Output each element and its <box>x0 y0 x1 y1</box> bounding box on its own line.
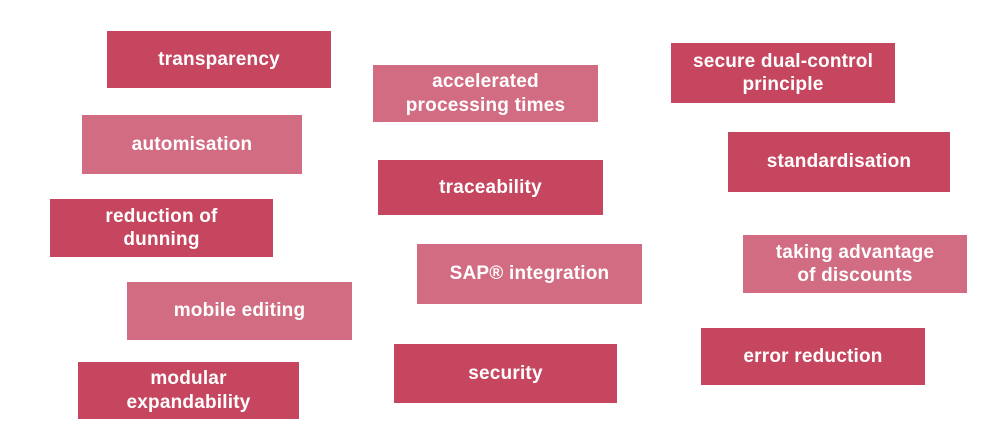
benefit-box-secure-dual-control-principle: secure dual-control principle <box>671 43 895 103</box>
benefit-box-modular-expandability: modular expandability <box>78 362 299 419</box>
benefit-box-accelerated-processing-times: accelerated processing times <box>373 65 598 122</box>
benefit-box-error-reduction: error reduction <box>701 328 925 385</box>
benefit-box-mobile-editing: mobile editing <box>127 282 352 340</box>
benefit-box-security: security <box>394 344 617 403</box>
benefit-box-standardisation: standardisation <box>728 132 950 192</box>
benefit-box-automisation: automisation <box>82 115 302 174</box>
benefit-box-reduction-of-dunning: reduction of dunning <box>50 199 273 257</box>
benefit-box-sap-integration: SAP® integration <box>417 244 642 304</box>
benefit-box-taking-advantage-of-discounts: taking advantage of discounts <box>743 235 967 293</box>
benefit-box-traceability: traceability <box>378 160 603 215</box>
benefit-box-transparency: transparency <box>107 31 331 88</box>
